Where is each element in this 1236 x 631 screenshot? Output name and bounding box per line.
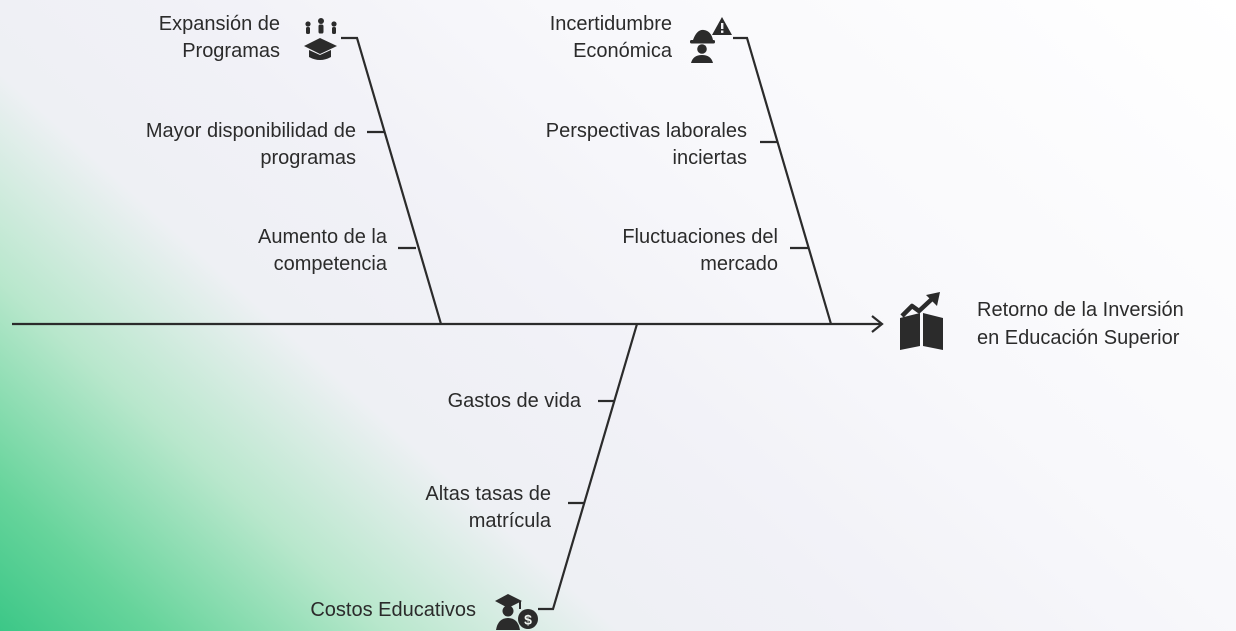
category-title-expansion: Expansión de Programas [158,13,280,62]
effect-label: Retorno de la Inversión en Educación Sup… [977,299,1184,349]
bone-expansion [341,36,443,325]
cause-gastos-vida: Gastos de vida [447,390,581,412]
category-title-costos: Costos Educativos [310,599,476,621]
cause-fluctuaciones: Fluctuaciones del mercado [622,226,778,275]
svg-text:$: $ [524,612,532,628]
bone-costos [538,323,639,611]
bone-incertidumbre [733,36,833,325]
cause-altas-tasas: Altas tasas de matrícula [425,483,551,532]
category-title-incertidumbre: Incertidumbre Económica [549,13,672,62]
book-growth-icon [900,292,943,350]
spine-arrowhead [871,315,884,333]
graduate-dollar-icon: $ [495,594,538,630]
worker-warning-icon [690,17,732,63]
graduation-cap-icon [304,18,337,60]
cause-mayor-disponibilidad: Mayor disponibilidad de programas [145,120,356,169]
cause-perspectivas: Perspectivas laborales inciertas [545,120,747,169]
cause-aumento-competencia: Aumento de la competencia [258,226,387,275]
